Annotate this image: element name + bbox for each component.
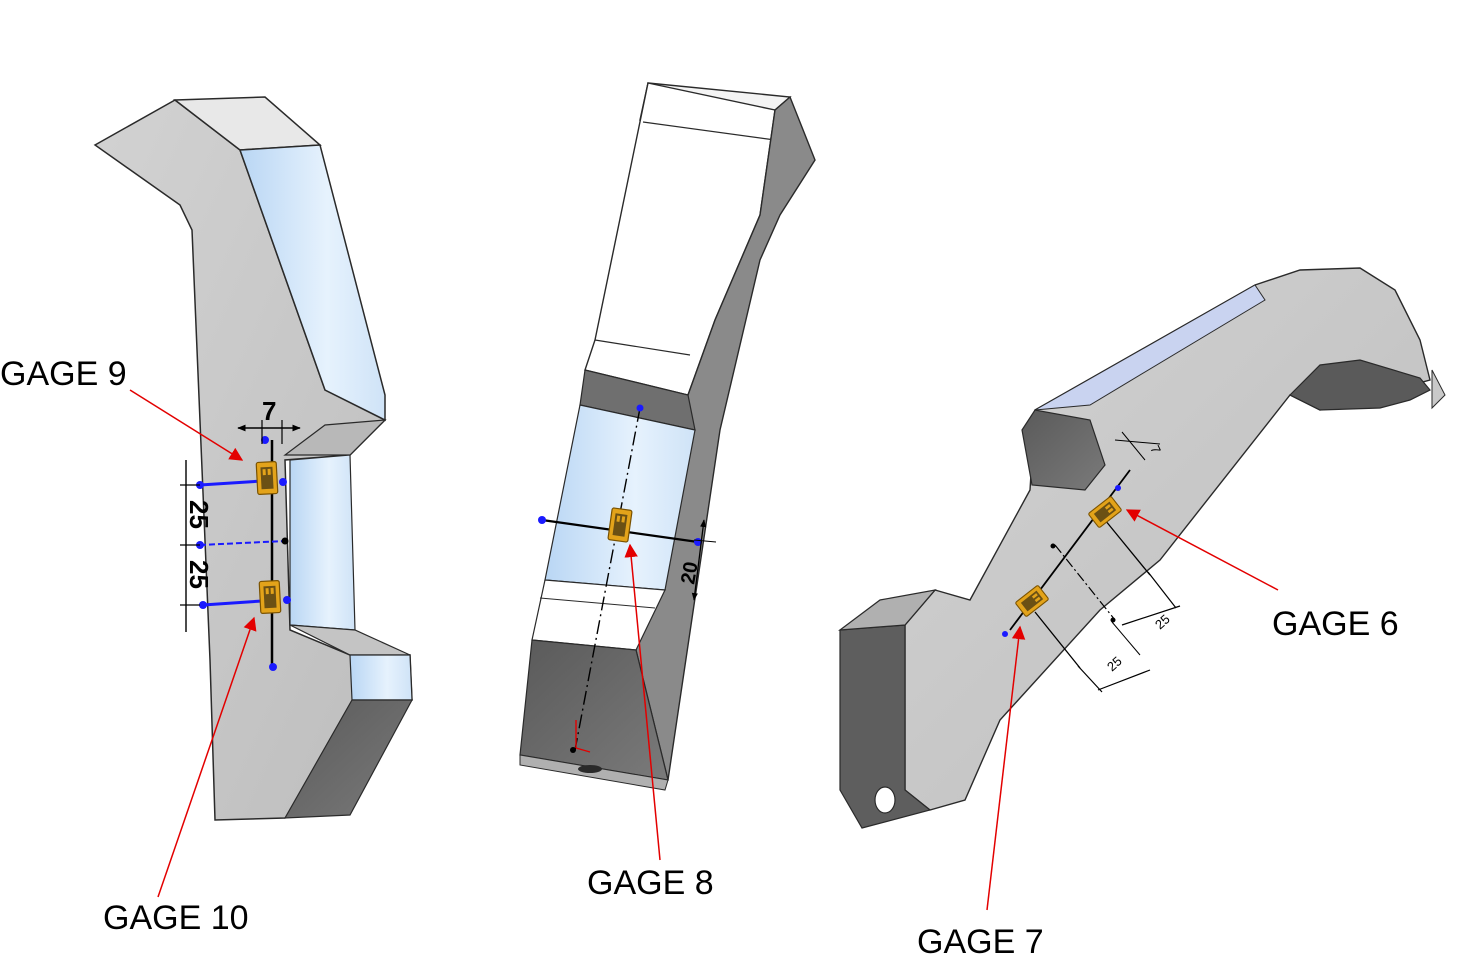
right-part-notch-dark [1021, 409, 1106, 491]
left-part-lower-blue-face [349, 654, 413, 701]
leader-gage-6 [1125, 509, 1279, 591]
label-gage-9: GAGE 9 [0, 355, 127, 393]
left-part-notch-blue [289, 454, 356, 631]
leader-gage-8 [624, 543, 661, 861]
left-part-sketch [180, 420, 301, 671]
left-part-bottom-dark-face [283, 699, 414, 819]
strain-gage-icon [258, 579, 282, 615]
strain-gage-icon [255, 460, 279, 496]
leader-gage-7 [986, 625, 1026, 911]
dim-right-spacing-b: 25 [1104, 653, 1125, 674]
leader-gage-9 [129, 389, 244, 461]
leader-arrows [129, 389, 1279, 911]
left-part-upper-blue-face [238, 144, 386, 422]
left-part: 7 25 25 [93, 96, 414, 821]
middle-part: 20 [519, 82, 816, 791]
leader-gage-10 [157, 616, 257, 898]
mounting-hole-icon [874, 786, 896, 814]
middle-part-sketch [538, 404, 717, 753]
right-part-blue-strip [1034, 284, 1266, 411]
dim-left-spacing-top: 25 [184, 500, 214, 529]
right-part-end-dark [1288, 359, 1431, 411]
label-gage-10: GAGE 10 [103, 899, 249, 937]
left-part-notch-upper [283, 419, 387, 456]
label-gage-6: GAGE 6 [1272, 605, 1399, 643]
mounting-hole-icon [578, 765, 602, 773]
strain-gage-icon [607, 507, 633, 543]
middle-part-front-upper [584, 82, 776, 396]
label-gage-8: GAGE 8 [587, 864, 714, 902]
label-gage-7: GAGE 7 [917, 923, 1044, 961]
right-part-left-end-top [837, 589, 937, 631]
dim-left-spacing-bottom: 25 [184, 560, 214, 589]
dim-middle-offset: 20 [677, 560, 703, 586]
dim-left-width: 7 [262, 396, 276, 426]
right-part-end-cap [1431, 369, 1446, 410]
right-part: 7 25 25 [837, 267, 1446, 829]
